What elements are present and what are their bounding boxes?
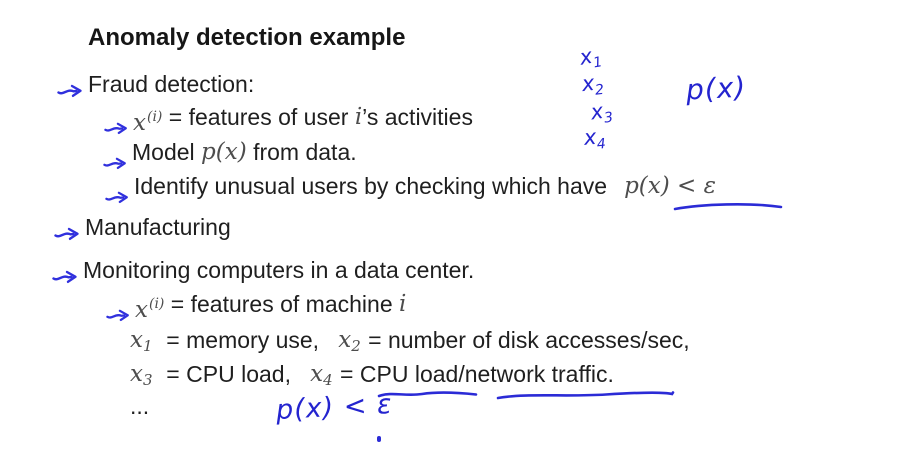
bullet-model-px: Model p(x) from data. xyxy=(103,138,357,176)
handwritten-x4: x4 xyxy=(582,124,607,153)
bullet-fraud-detection: Fraud detection: xyxy=(57,70,254,104)
bullet-identify-unusual: Identify unusual users by checking which… xyxy=(105,172,716,210)
bullet-machine-features: x(i) = features of machine i xyxy=(106,290,406,328)
bullet-arrow-icon xyxy=(106,300,131,328)
slide-title: Anomaly detection example xyxy=(88,24,406,51)
bullet-manufacturing: Manufacturing xyxy=(54,213,231,247)
bullet-arrow-icon xyxy=(52,262,79,290)
ellipsis: ... xyxy=(130,393,150,419)
bullet-arrow-icon xyxy=(104,113,129,141)
math-x-superscript-i: x(i) xyxy=(133,109,163,136)
feature-text-tail: = number of disk accesses/sec, xyxy=(361,327,690,353)
bullet-label: Monitoring computers in a data center. xyxy=(83,257,475,283)
bullet-arrow-icon xyxy=(103,148,128,176)
bullet-label: Manufacturing xyxy=(85,214,231,240)
feature-text: = CPU load, xyxy=(153,361,311,387)
handwritten-px-less-epsilon: p(x) < ε xyxy=(275,388,394,427)
handwritten-x2: x2 xyxy=(580,70,605,99)
feature-line-2: x3 = CPU load, x4 = CPU load/network tra… xyxy=(130,360,614,394)
underline-cpu-load xyxy=(377,388,479,406)
underline-network-traffic xyxy=(496,388,676,408)
math-i: i xyxy=(399,291,407,317)
feature-line-1: x1 = memory use, x2 = number of disk acc… xyxy=(130,326,690,360)
bullet-arrow-icon xyxy=(54,219,81,247)
bullet-user-features: x(i) = features of user i’s activities xyxy=(104,103,473,141)
bullet-arrow-icon xyxy=(105,182,130,210)
math-x-superscript-i: x(i) xyxy=(135,296,165,323)
math-i: i xyxy=(354,104,363,130)
feature-text: = memory use, xyxy=(153,327,339,353)
bullet-arrow-icon xyxy=(57,76,84,104)
bullet-text: Identify unusual users by checking which… xyxy=(134,173,608,199)
ink-dot xyxy=(377,436,381,442)
handwritten-px: p(x) xyxy=(685,70,748,107)
math-x3: x3 xyxy=(130,361,153,389)
bullet-text-tail: from data. xyxy=(246,139,357,165)
bullet-monitoring: Monitoring computers in a data center. xyxy=(52,256,474,290)
bullet-label: Fraud detection: xyxy=(88,71,255,97)
handwritten-x1: x1 xyxy=(577,43,604,72)
math-px: p(x) xyxy=(201,139,247,165)
bullet-text-tail: ’s activities xyxy=(362,104,473,130)
math-x4: x4 xyxy=(310,361,333,389)
bullet-text: Model xyxy=(132,139,202,165)
math-x2: x2 xyxy=(338,327,361,355)
feature-text-tail: = CPU load/network traffic. xyxy=(333,361,614,387)
math-x1: x1 xyxy=(130,327,153,355)
bullet-text: = features of user xyxy=(162,104,355,130)
underline-px-epsilon xyxy=(672,199,784,218)
math-px-less-epsilon: p(x) < ε xyxy=(624,173,716,199)
bullet-text: = features of machine xyxy=(164,291,399,317)
